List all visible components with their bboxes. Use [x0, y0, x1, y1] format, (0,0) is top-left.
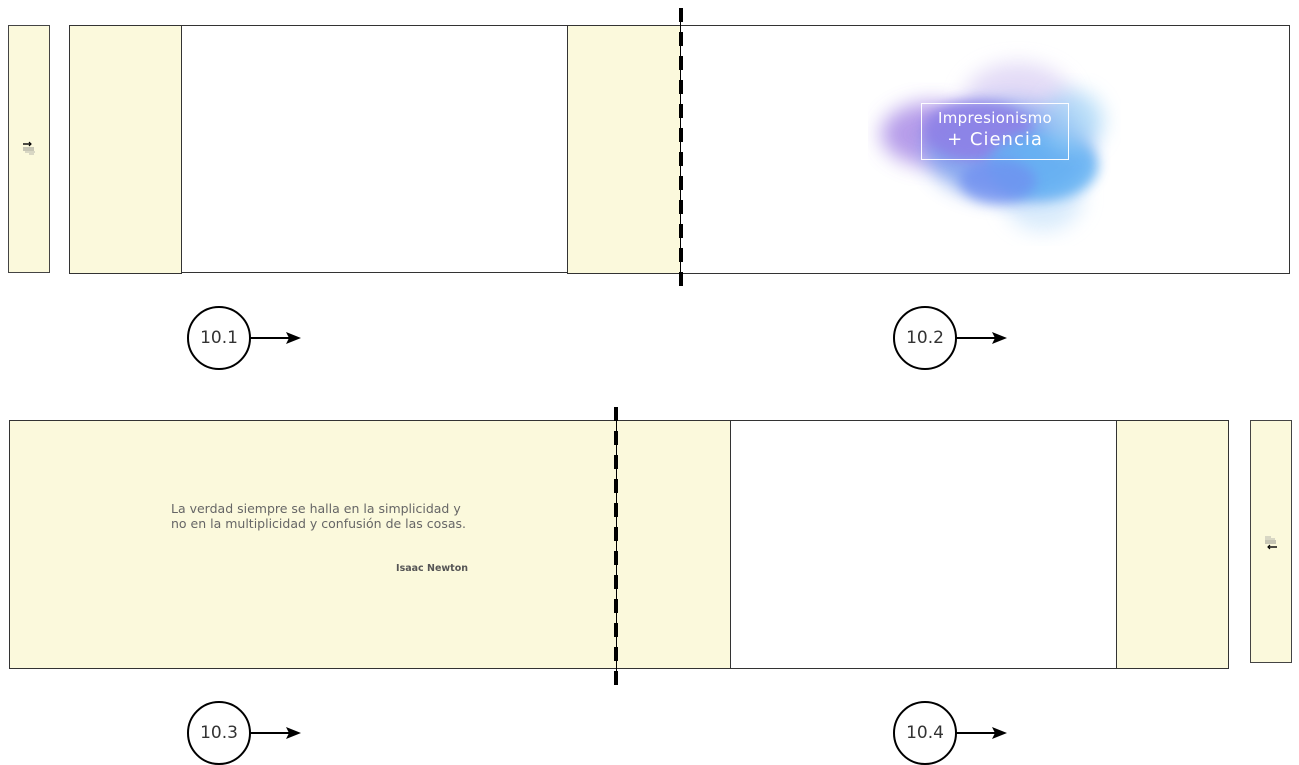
- step-marker-10-3: 10.3: [187, 701, 251, 765]
- step-label-10-3: 10.3: [200, 723, 238, 743]
- slide-title-box: Impresionismo + Ciencia: [921, 103, 1069, 160]
- arrow-right-icon: [250, 727, 301, 739]
- sheet-10-1-center: [181, 25, 568, 273]
- sheet-10-1-left-flap: [69, 25, 182, 274]
- quote-author: Isaac Newton: [396, 563, 468, 574]
- watercolor-cloud-icon: [881, 63, 1103, 231]
- mini-panel-left: [8, 25, 50, 273]
- step-marker-10-2: 10.2: [893, 306, 957, 370]
- sheet-10-4-center: [730, 420, 1117, 669]
- sheet-10-4-right-flap: [1116, 420, 1229, 669]
- arrow-right-icon: [250, 332, 301, 344]
- arrow-right-icon: [956, 727, 1007, 739]
- sheet-10-1-right-flap: [567, 25, 681, 274]
- step-label-10-2: 10.2: [906, 328, 944, 348]
- quote-text: La verdad siempre se halla en la simplic…: [171, 501, 466, 531]
- fold-line-1: [679, 8, 683, 288]
- arrow-right-icon: [956, 332, 1007, 344]
- fold-glyph-icon: [23, 141, 35, 155]
- step-label-10-1: 10.1: [200, 328, 238, 348]
- slide-title-line2: + Ciencia: [947, 129, 1043, 150]
- mini-panel-right: [1250, 420, 1292, 663]
- step-label-10-4: 10.4: [906, 723, 944, 743]
- fold-line-2: [614, 407, 618, 687]
- fold-glyph-icon: [1265, 536, 1277, 549]
- step-marker-10-1: 10.1: [187, 306, 251, 370]
- sheet-10-3-quote: [9, 420, 617, 669]
- step-marker-10-4: 10.4: [893, 701, 957, 765]
- sheet-10-4-left-flap: [616, 420, 731, 669]
- slide-title-line1: Impresionismo: [938, 109, 1052, 127]
